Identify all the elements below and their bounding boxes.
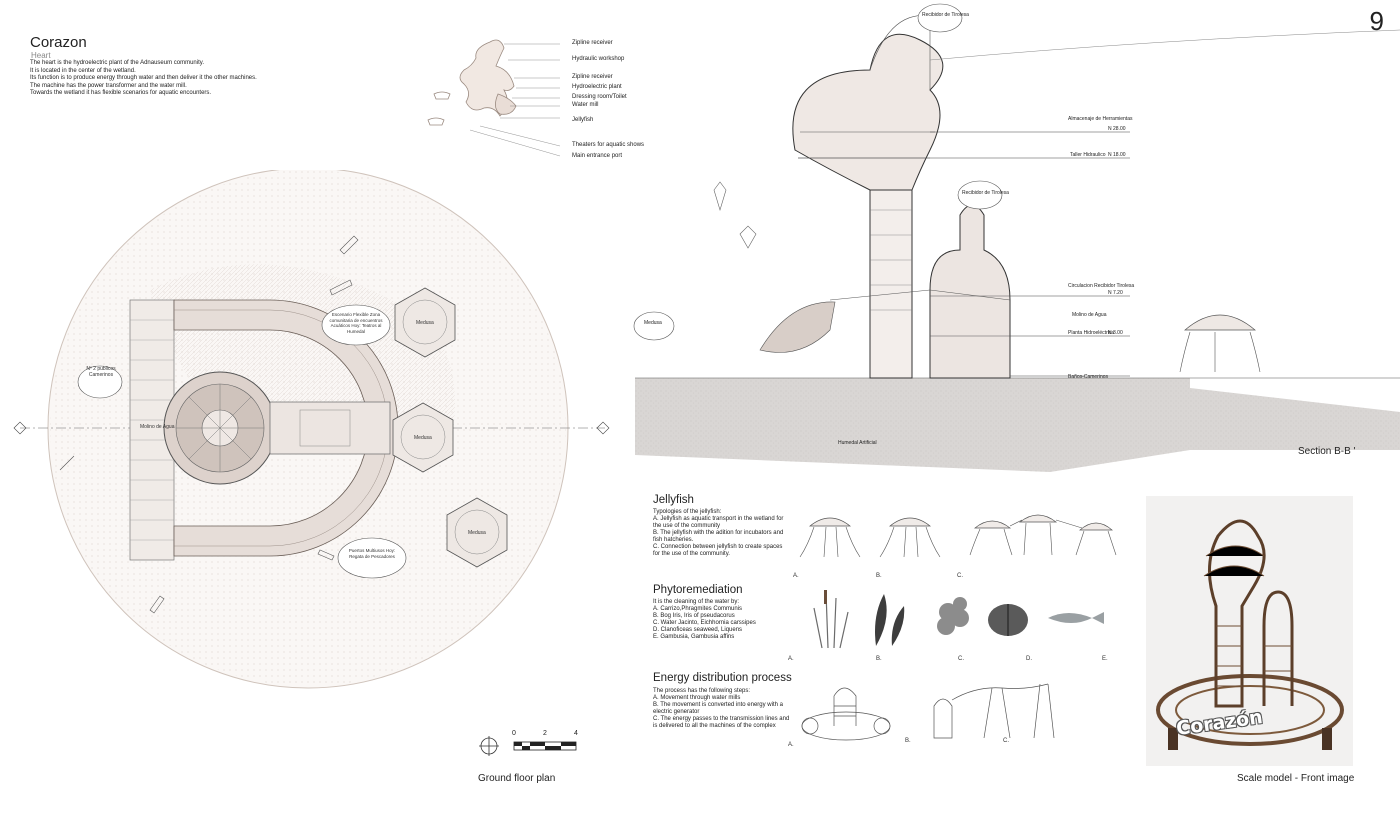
jellyfish-line: A. Jellyfish as aquatic transport in the… (653, 516, 784, 522)
phyto-tag: B. (876, 656, 882, 662)
plan-label-mill: Molino de Agua (140, 424, 175, 430)
phyto-tag: A. (788, 656, 794, 662)
phyto-tag: D. (1026, 656, 1032, 662)
energy-text: The process has the following steps: A. … (653, 688, 793, 730)
key-label: Zipline receiver (572, 40, 613, 46)
jellyfish-line: B. The jellyfish with the adition for in… (653, 530, 784, 536)
key-diagram (427, 39, 561, 157)
phyto-text: It is the cleaning of the water by: A. C… (653, 599, 793, 641)
section-level: Planta Hidroeléctrica (1068, 330, 1115, 336)
section-ground-label: Humedal Artificial (838, 440, 877, 446)
page-subtitle: Heart (31, 51, 51, 60)
scale-model-photo: Corazón (1146, 496, 1353, 766)
phyto-line: B. Bog Iris, Iris of pseudacorus (653, 613, 735, 619)
section-level: Baños-Camerinos (1068, 374, 1109, 380)
key-label: Hydroelectric plant (572, 84, 622, 90)
section-caption: Section B-B ' (1298, 446, 1356, 457)
phyto-title: Phytoremediation (653, 584, 743, 596)
jellyfish-title: Jellyfish (653, 494, 694, 506)
phyto-line: C. Water Jacinto, Eichhornia carssipes (653, 620, 756, 626)
key-label: Theaters for aquatic shows (572, 142, 645, 148)
phyto-line: E. Gambusia, Gambusia affins (653, 634, 735, 640)
key-label: Zipline receiver (572, 74, 613, 80)
plan-label-medusa: Medusa (416, 320, 434, 326)
scale-tick: 4 (574, 730, 578, 737)
model-caption: Scale model - Front image (1237, 773, 1355, 784)
phyto-line: D. Clanoficeas seaweed, Liquens (653, 627, 743, 633)
key-label: Main entrance port (572, 153, 623, 159)
key-label: Jellyfish (572, 117, 594, 123)
energy-line: B. The movement is converted into energy… (653, 702, 783, 708)
section-level: N 28.00 (1108, 126, 1126, 132)
phyto-species (813, 590, 1104, 649)
plan-label-medusa: Medusa (468, 530, 486, 536)
scale-model-illustration (1156, 519, 1344, 750)
page-title: Corazon (30, 34, 87, 51)
jellyfish-tag: A. (793, 573, 799, 579)
ground-floor-plan (13, 170, 610, 689)
scale-bar (479, 736, 577, 756)
jellyfish-tag: B. (876, 573, 882, 579)
page-number: 9 (1369, 6, 1384, 36)
scale-tick: 2 (543, 730, 547, 737)
jellyfish-text: Typologies of the jellyfish: A. Jellyfis… (653, 509, 793, 558)
intro-line: It is located in the center of the wetla… (30, 67, 136, 74)
section-drawing (633, 3, 1400, 472)
jellyfish-line: Typologies of the jellyfish: (653, 509, 722, 515)
energy-tag: C. (1003, 738, 1009, 744)
key-label: Dressing room/Toilet (572, 94, 627, 100)
phyto-tag: C. (958, 656, 964, 662)
plan-caption: Ground floor plan (478, 773, 556, 784)
section-bubble: Recibidor de Tirolesa (922, 12, 969, 18)
intro-line: The heart is the hydroelectric plant of … (30, 60, 204, 66)
energy-line: C. The energy passes to the transmission… (653, 716, 790, 722)
section-level: Almacenaje de Herramientas (1068, 116, 1133, 122)
intro-line: Its function is to produce energy throug… (30, 75, 257, 81)
energy-title: Energy distribution process (653, 672, 792, 684)
energy-line: electric generator (653, 709, 700, 715)
energy-diagram (801, 683, 1055, 741)
key-label: Hydraulic workshop (572, 56, 625, 62)
energy-line: A. Movement through water mills (653, 695, 741, 701)
jellyfish-typologies (799, 514, 1117, 558)
section-level: N 7.20 (1108, 290, 1123, 296)
jellyfish-line: for the use of the community. (653, 551, 730, 557)
section-level: Taller Hidraulico (1070, 152, 1106, 158)
intro-line: Towards the wetland it has flexible scen… (30, 90, 212, 96)
energy-tag: A. (788, 742, 794, 748)
key-label: Water mill (572, 102, 599, 108)
jellyfish-line: fish hatcheries. (653, 537, 694, 543)
plan-label-stage: Escenario Flexible Zona comunitaria de e… (329, 312, 383, 334)
energy-line: The process has the following steps: (653, 688, 751, 694)
phyto-tag: E. (1102, 656, 1108, 662)
jellyfish-tag: C. (957, 573, 963, 579)
section-bubble: Medusa (644, 320, 662, 326)
jellyfish-line: the use of the community (653, 523, 721, 529)
energy-line: is delivered to all the machines of the … (653, 723, 776, 729)
phyto-line: A. Carrizo,Phragmites Communis (653, 606, 743, 612)
section-level: N 18.00 (1108, 152, 1126, 158)
plan-label-ports: Puertos Multiusos Hoy: Regata de Pescado… (348, 548, 396, 559)
plan-label-bathrooms: Nº 2 publicos Camerinos (86, 366, 116, 378)
energy-tag: B. (905, 738, 911, 744)
section-level: N 3.00 (1108, 330, 1123, 336)
section-level: Circulacion Recibidor Tirolesa (1068, 283, 1135, 289)
plan-label-medusa: Medusa (414, 435, 432, 441)
intro-text: The heart is the hydroelectric plant of … (30, 60, 310, 98)
jellyfish-line: C. Connection between jellyfish to creat… (653, 544, 783, 550)
scale-tick: 0 (512, 730, 516, 737)
intro-line: The machine has the power transformer an… (30, 82, 187, 89)
section-bubble: Recibidor de Tirolesa (962, 190, 1009, 196)
section-level: Molino de Agua (1072, 312, 1107, 318)
phyto-line: It is the cleaning of the water by: (653, 599, 740, 605)
